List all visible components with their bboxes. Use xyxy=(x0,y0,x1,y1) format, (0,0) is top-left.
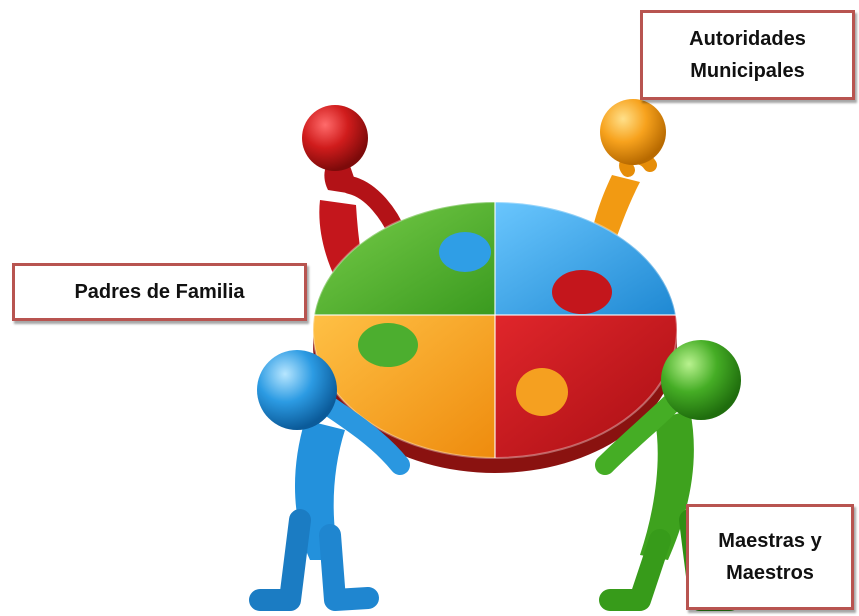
puzzle-disc xyxy=(312,201,678,473)
label-autoridades-line-1: Autoridades xyxy=(689,28,806,50)
label-maestros-line-2: Maestros xyxy=(726,562,814,584)
label-maestros-line-1: Maestras y xyxy=(718,530,822,552)
label-autoridades-municipales: Autoridades Municipales xyxy=(640,10,855,100)
label-padres-de-familia: Padres de Familia xyxy=(12,263,307,321)
blue-figure xyxy=(249,350,410,611)
label-padres-line-1: Padres de Familia xyxy=(74,281,245,303)
label-autoridades-line-2: Municipales xyxy=(690,60,805,82)
label-maestras-y-maestros: Maestras y Maestros xyxy=(686,504,854,610)
